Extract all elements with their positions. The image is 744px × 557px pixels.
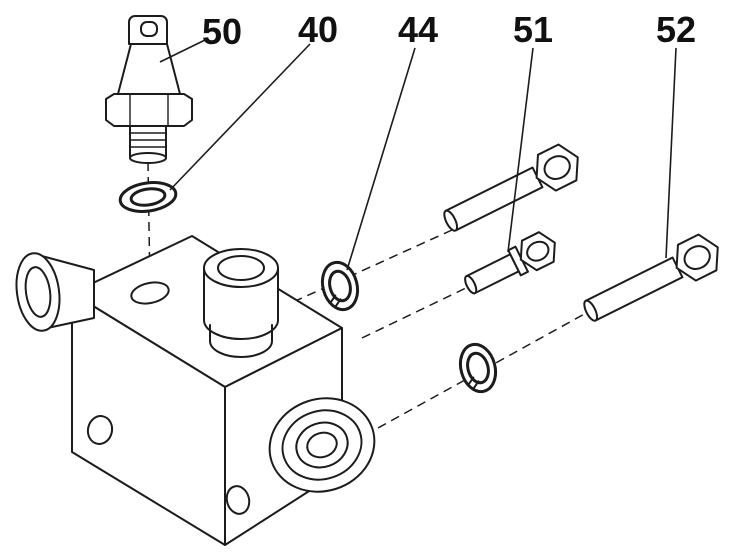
callout-44: 44 <box>398 9 438 50</box>
top-port-rim <box>203 248 279 288</box>
sensor-thread-end <box>129 152 167 164</box>
top-port-base <box>209 324 273 358</box>
centerline-front-port-bolt <box>377 311 589 429</box>
centerline-plug <box>361 287 467 339</box>
callout-40: 40 <box>298 9 338 50</box>
part-44-ring-upper <box>320 260 360 312</box>
block-front-port <box>268 397 376 493</box>
block-face-hole-2 <box>225 485 251 515</box>
sensor-hex-nut <box>105 93 193 127</box>
bolt-shaft <box>444 166 544 232</box>
block-left-port <box>15 252 95 332</box>
ring-gap-2 <box>472 380 480 390</box>
leader-40 <box>169 43 311 191</box>
sensor-terminal-slot <box>140 21 158 37</box>
leader-44 <box>346 47 416 271</box>
block-face-hole-1 <box>86 415 114 445</box>
ring-inner <box>466 351 490 385</box>
part-52-bolt <box>583 233 719 322</box>
hex-bolt-upper <box>443 143 579 232</box>
sensor-terminal <box>128 15 168 45</box>
leader-50 <box>159 39 206 63</box>
part-40-washer <box>118 181 178 213</box>
ring-inner <box>328 269 352 303</box>
leader-51 <box>507 47 534 253</box>
part-51-plug <box>464 231 556 295</box>
plug-tip <box>464 274 478 295</box>
ring-gap-1 <box>329 294 337 305</box>
sensor-body <box>117 43 181 95</box>
callout-50: 50 <box>202 11 242 52</box>
front-port-ring3 <box>295 421 349 469</box>
plug-head-chamfer <box>526 240 550 262</box>
callout-leaders <box>159 39 677 271</box>
block-top-port <box>203 248 279 358</box>
callout-52: 52 <box>656 9 696 50</box>
part-50-sensor <box>105 15 193 164</box>
valve-block <box>15 235 376 546</box>
bolt-tip <box>443 209 459 232</box>
left-port-bore <box>24 266 52 318</box>
plug-hex-head <box>519 231 556 272</box>
washer-inner <box>129 187 167 207</box>
centerline-top-port-bolt <box>279 229 453 309</box>
top-port-wall <box>203 268 279 340</box>
ring-gap-1 <box>467 376 475 387</box>
bolt-head-chamfer <box>543 155 571 180</box>
bolt-tip <box>583 299 599 322</box>
block-top-hole <box>130 281 170 305</box>
leader-52 <box>665 47 677 259</box>
front-port-bore <box>306 431 338 459</box>
callout-labels: 50 40 44 51 52 <box>202 9 696 52</box>
part-44-ring-lower <box>458 342 498 394</box>
bolt-shaft <box>584 256 684 322</box>
front-port-ring2 <box>281 409 363 481</box>
callout-51: 51 <box>513 9 553 50</box>
bolt-hex-head <box>675 233 719 282</box>
bolt-hex-head <box>535 143 579 192</box>
ring-gap-2 <box>334 298 342 308</box>
bolt-head-chamfer <box>683 245 711 270</box>
top-port-bore <box>217 255 265 281</box>
